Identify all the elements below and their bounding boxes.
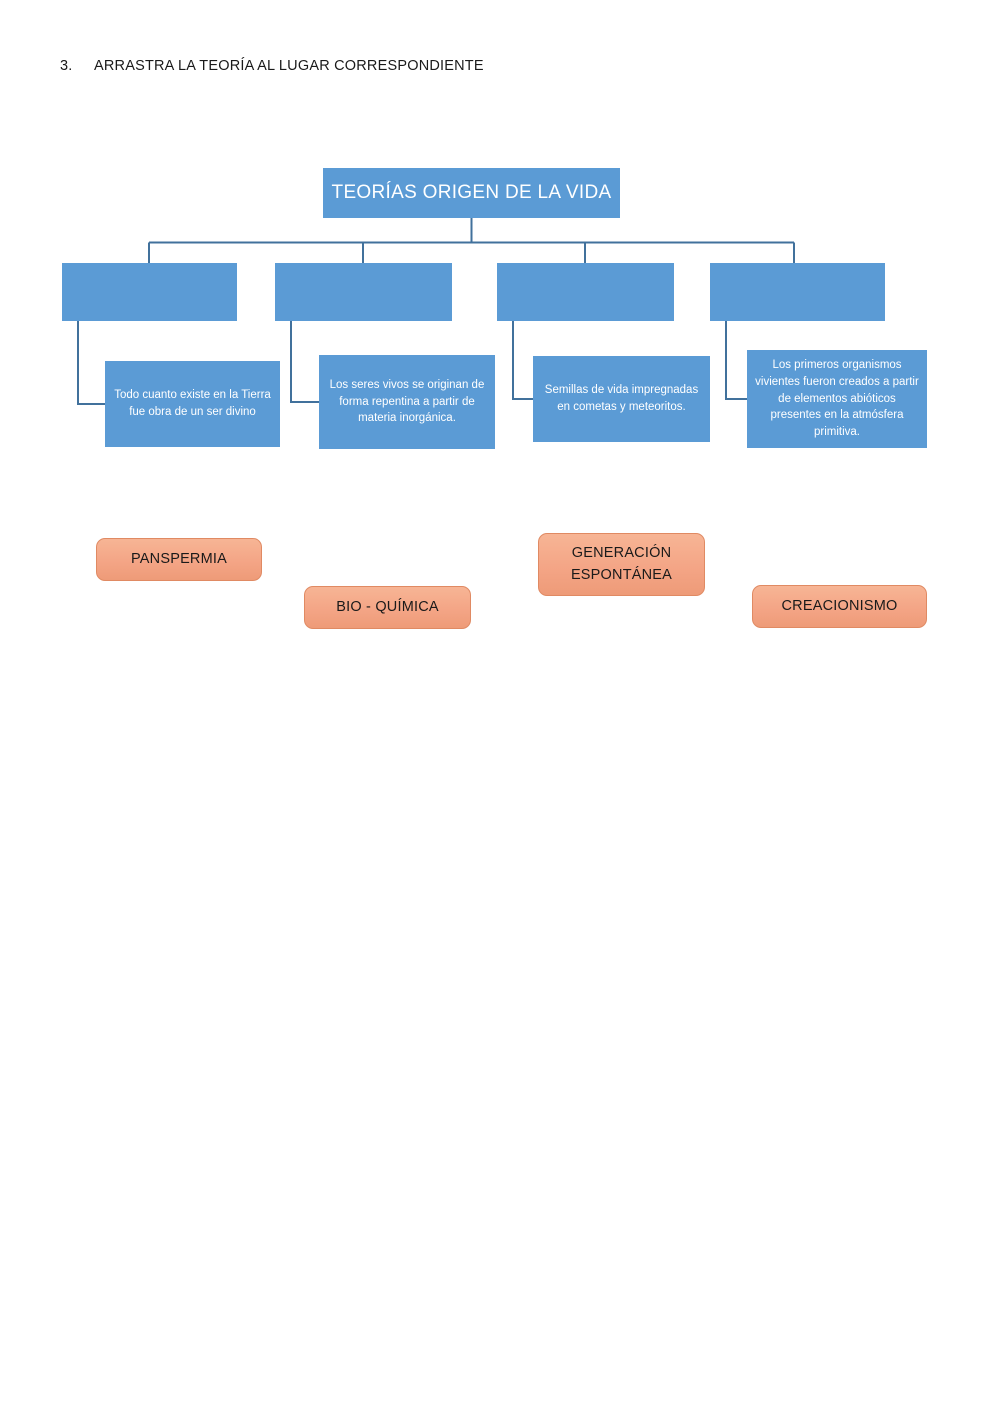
description-node-2: Los seres vivos se originan de forma rep…	[319, 355, 495, 449]
connector-elbow-1	[77, 321, 105, 405]
draggable-chip-panspermia[interactable]: PANSPERMIA	[96, 538, 262, 581]
drop-slot-4[interactable]	[710, 263, 885, 321]
org-chart-diagram: TEORÍAS ORIGEN DE LA VIDA Todo cuanto ex…	[0, 0, 1000, 700]
draggable-chip-generacion-espontanea[interactable]: GENERACIÓN ESPONTÁNEA	[538, 533, 705, 596]
description-node-3: Semillas de vida impregnadas en cometas …	[533, 356, 710, 442]
draggable-chip-creacionismo[interactable]: CREACIONISMO	[752, 585, 927, 628]
draggable-chip-bio-quimica[interactable]: BIO - QUÍMICA	[304, 586, 471, 629]
connector-elbow-4	[725, 321, 747, 400]
question-instruction-text: ARRASTRA LA TEORÍA AL LUGAR CORRESPONDIE…	[94, 58, 484, 74]
description-node-4: Los primeros organismos vivientes fueron…	[747, 350, 927, 448]
root-node-teorias-origen-de-la-vida: TEORÍAS ORIGEN DE LA VIDA	[323, 168, 620, 218]
drop-slot-3[interactable]	[497, 263, 674, 321]
question-heading: 3. ARRASTRA LA TEORÍA AL LUGAR CORRESPON…	[60, 58, 780, 74]
question-number: 3.	[60, 58, 73, 74]
description-node-1: Todo cuanto existe en la Tierra fue obra…	[105, 361, 280, 447]
connector-elbow-2	[290, 321, 319, 403]
connector-elbow-3	[512, 321, 533, 400]
drop-slot-2[interactable]	[275, 263, 452, 321]
drop-slot-1[interactable]	[62, 263, 237, 321]
